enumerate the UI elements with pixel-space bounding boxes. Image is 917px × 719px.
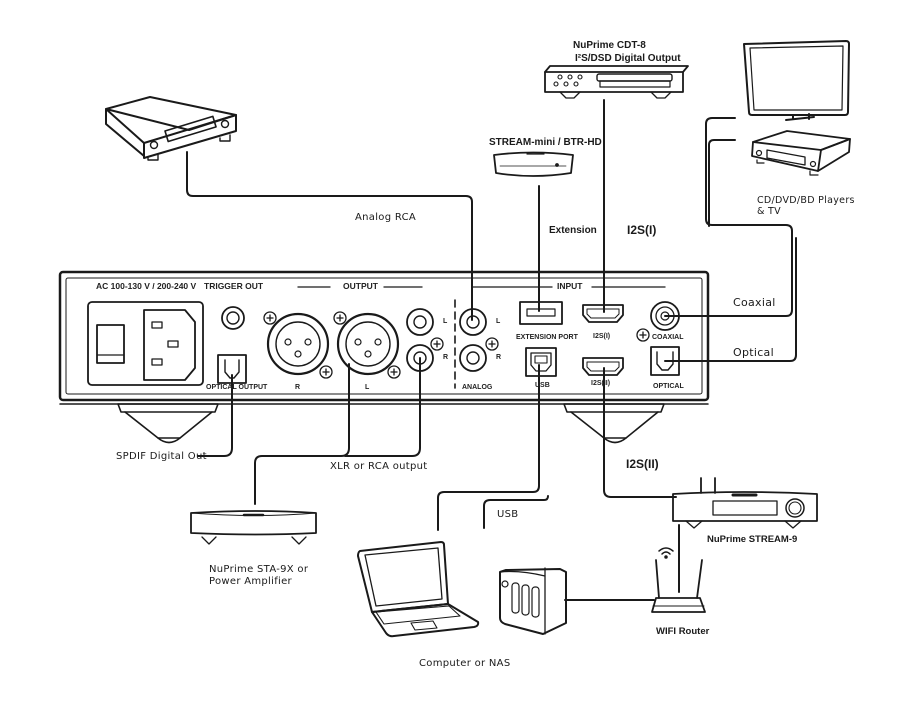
players-label-line1: CD/DVD/BD Players xyxy=(757,195,855,206)
wifi-signal-icon xyxy=(658,547,674,559)
players-label-line2: & TV xyxy=(757,206,781,217)
cdt8-desc-label: I²S/DSD Digital Output xyxy=(575,53,681,64)
laptop-icon xyxy=(357,541,480,638)
dac-rear-panel xyxy=(58,270,710,405)
trigger-out-label: TRIGGER OUT xyxy=(204,281,264,291)
stream9-streamer-icon xyxy=(672,477,818,529)
xlr-r-label: R xyxy=(295,384,301,391)
computer-nas-label: Computer or NAS xyxy=(419,658,511,669)
wifi-router-icon xyxy=(651,559,706,613)
i2s1-port-label: I2S(I) xyxy=(593,333,611,340)
stream-mini-label: STREAM-mini / BTR-HD xyxy=(489,137,602,148)
cdt8-transport-icon xyxy=(544,65,689,99)
analog-source-player-icon xyxy=(105,96,237,161)
tv-icon xyxy=(743,40,850,121)
stream-mini-icon xyxy=(493,151,574,177)
power-input-label: AC 100-130 V / 200-240 V xyxy=(96,281,197,291)
router-label: WIFI Router xyxy=(656,626,710,637)
disc-player-icon xyxy=(751,130,851,176)
analog-in-r-label: R xyxy=(496,354,502,361)
rca-out-l-label: L xyxy=(443,318,448,325)
optical-port-label: OPTICAL xyxy=(653,383,684,390)
xlr-rca-connection-label: XLR or RCA output xyxy=(330,461,428,472)
extension-port-label: EXTENSION PORT xyxy=(516,334,578,341)
nas-drive-icon xyxy=(499,567,567,635)
cables xyxy=(186,99,797,601)
spdif-connection-label: SPDIF Digital Out xyxy=(116,451,207,462)
extension-connection-label: Extension xyxy=(549,225,597,236)
coaxial-port-label: COAXIAL xyxy=(652,334,684,341)
dac-feet xyxy=(117,403,665,444)
analog-input-label: ANALOG xyxy=(462,384,493,391)
sta9x-label-line1: NuPrime STA-9X or xyxy=(209,564,309,575)
usb-port-label: USB xyxy=(535,382,550,389)
usb-connection-label: USB xyxy=(497,509,519,520)
coaxial-connection-label: Coaxial xyxy=(733,296,776,309)
xlr-l-label: L xyxy=(365,384,370,391)
input-section-label: INPUT xyxy=(557,281,583,291)
i2s1-connection-label: I2S(I) xyxy=(627,223,657,237)
sta9x-label-line2: Power Amplifier xyxy=(209,576,292,587)
output-section-label: OUTPUT xyxy=(343,281,378,291)
analog-in-l-label: L xyxy=(496,318,501,325)
sta9x-amplifier-icon xyxy=(190,510,317,545)
analog-rca-label: Analog RCA xyxy=(355,212,417,223)
i2s2-connection-label: I2S(II) xyxy=(626,457,659,471)
rca-out-r-label: R xyxy=(443,354,449,361)
optical-output-port-label: OPTICAL OUTPUT xyxy=(206,384,268,391)
stream9-label: NuPrime STREAM-9 xyxy=(707,534,798,545)
i2s2-port-label: I2S(II) xyxy=(591,380,611,387)
optical-connection-label: Optical xyxy=(733,346,774,359)
cdt8-name-label: NuPrime CDT-8 xyxy=(573,40,646,51)
